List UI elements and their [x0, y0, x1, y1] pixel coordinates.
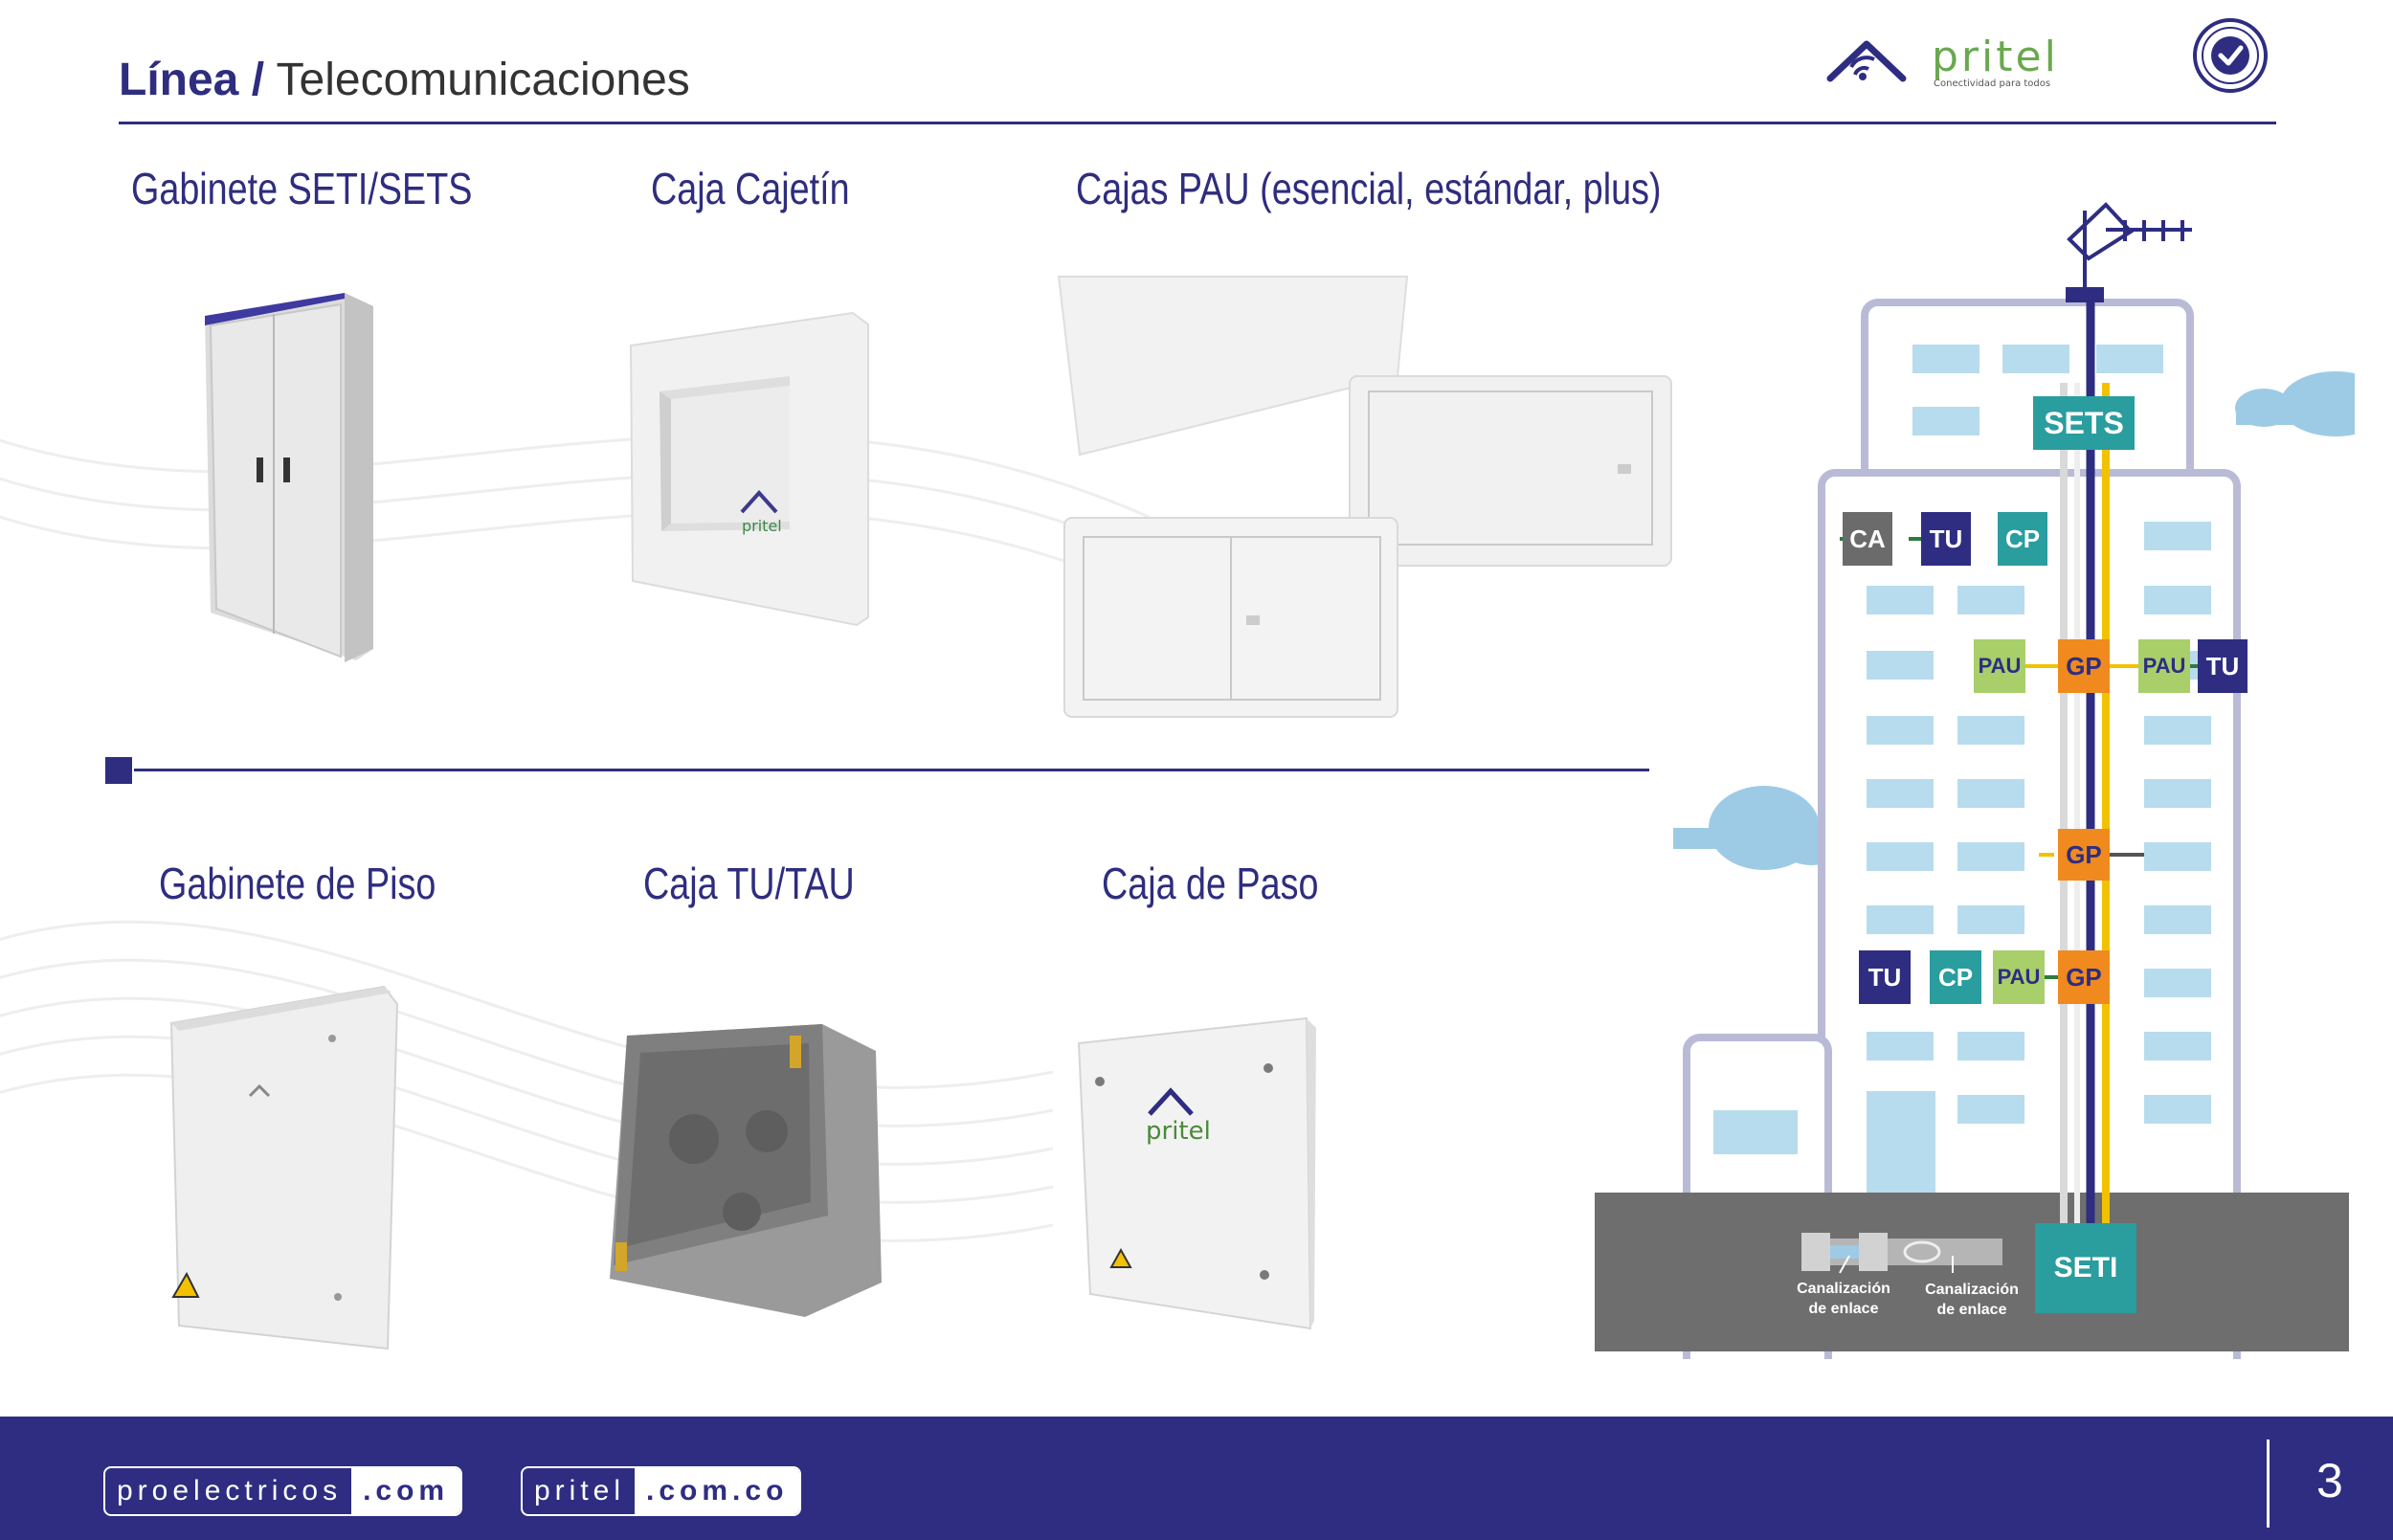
pau-box: PAU [1974, 639, 2025, 693]
section-name: Telecomunicaciones [276, 55, 690, 105]
site1-name: proelectricos [117, 1475, 343, 1507]
pau-box: PAU [1993, 950, 2045, 1004]
product-title-caja-paso: Caja de Paso [1102, 859, 1319, 908]
canalizacion-label: Canalización de enlace [1797, 1281, 1890, 1317]
cloud-icon [2235, 371, 2355, 436]
svg-text:pritel: pritel [1932, 33, 2059, 81]
pau-box: PAU [2138, 639, 2190, 693]
product-title-seti-sets: Gabinete SETI/SETS [131, 164, 473, 213]
site2-name: pritel [534, 1475, 626, 1507]
sets-box: SETS [2033, 396, 2135, 450]
building-network-diagram [1595, 202, 2355, 1359]
pass-box-image: pritel [1077, 1016, 1316, 1330]
pau-boxes-image [1057, 276, 1672, 718]
page-title: Línea / Telecomunicaciones [119, 54, 690, 106]
tu-box: TU [1859, 950, 1911, 1004]
floor-cabinet-image [169, 985, 399, 1350]
window-grid [1867, 345, 2211, 1124]
site2-tld: .com.co [635, 1468, 800, 1514]
header-divider [119, 122, 2276, 124]
product-title-cajetin: Caja Cajetín [651, 164, 850, 213]
tu-box: TU [2198, 639, 2248, 693]
cp-box: CP [1930, 950, 1981, 1004]
antenna-icon [2067, 202, 2192, 287]
product-title-pau: Cajas PAU (esencial, estándar, plus) [1076, 164, 1662, 213]
pritel-logo: pritel Conectividad para todos [1826, 33, 2059, 89]
svg-text:pritel: pritel [1146, 1117, 1211, 1146]
canalizacion-label: Canalización de enlace [1925, 1282, 2019, 1318]
line-label: Línea [119, 55, 239, 105]
cumplimos-retie-badge [2193, 18, 2268, 93]
cabinet-image [205, 293, 373, 662]
divider-marker [105, 757, 132, 784]
tu-tau-box-image [610, 1024, 882, 1317]
proelectricos-link[interactable]: proelectricos .com [103, 1466, 463, 1516]
gp-box: GP [2058, 639, 2110, 693]
site1-tld: .com [351, 1468, 461, 1514]
title-separator: / [251, 55, 265, 105]
tu-box: TU [1921, 512, 1971, 566]
ca-box: CA [1843, 512, 1892, 566]
svg-text:pritel: pritel [742, 517, 782, 535]
footer-bar: proelectricos .com pritel .com.co 3 [0, 1417, 2393, 1540]
gp-box: GP [2058, 950, 2110, 1004]
cajetin-box-image: pritel [629, 311, 869, 627]
product-title-gabinete-piso: Gabinete de Piso [159, 859, 436, 908]
pritel-link[interactable]: pritel .com.co [521, 1466, 802, 1516]
background-waves [0, 434, 1150, 1242]
product-title-tu-tau: Caja TU/TAU [643, 859, 855, 908]
page-number-divider [2267, 1440, 2270, 1528]
page-number: 3 [2316, 1454, 2343, 1507]
gp-box: GP [2058, 829, 2110, 881]
section-divider [134, 769, 1649, 771]
svg-text:Conectividad para todos: Conectividad para todos [1934, 78, 2050, 89]
cp-box: CP [1998, 512, 2047, 566]
seti-box: SETI [2035, 1223, 2136, 1313]
